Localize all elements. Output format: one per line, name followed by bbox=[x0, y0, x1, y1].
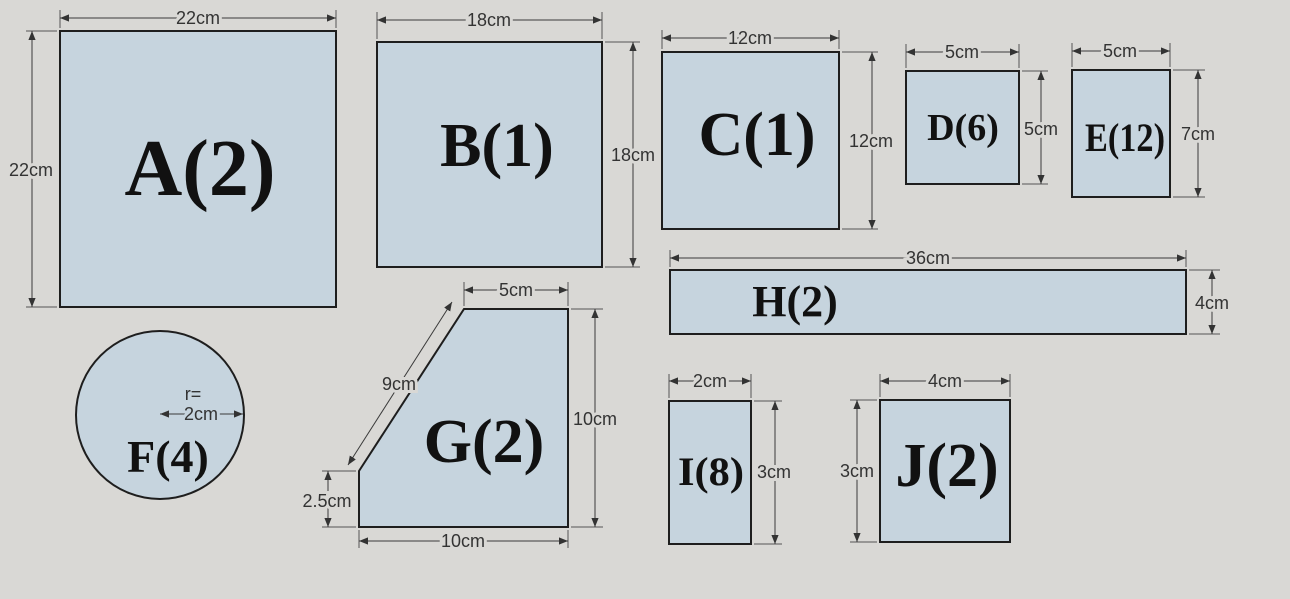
piece-b: B(1) 18cm 18cm bbox=[376, 7, 658, 268]
piece-a-label: A(2) bbox=[124, 125, 275, 213]
piece-g-bottom-width: 10cm bbox=[441, 531, 485, 551]
piece-j-height: 3cm bbox=[840, 461, 874, 481]
piece-h-shape bbox=[669, 269, 1187, 335]
piece-g-short-side: 2.5cm bbox=[302, 491, 351, 511]
piece-b-width: 18cm bbox=[467, 10, 511, 30]
piece-i-width: 2cm bbox=[693, 371, 727, 391]
piece-g: G(2) 5cm 10cm 9cm 2.5cm 10cm bbox=[299, 277, 620, 554]
piece-i-label: I(8) bbox=[678, 449, 744, 494]
piece-f-label: F(4) bbox=[127, 431, 209, 482]
piece-h-width: 36cm bbox=[906, 248, 950, 268]
piece-c-width: 12cm bbox=[728, 28, 772, 48]
piece-g-top-width: 5cm bbox=[499, 280, 533, 300]
piece-i: I(8) 2cm 3cm bbox=[668, 368, 794, 545]
piece-c-shape bbox=[661, 51, 840, 230]
piece-g-height: 10cm bbox=[573, 409, 617, 429]
piece-d-height: 5cm bbox=[1024, 119, 1058, 139]
piece-e-shape bbox=[1071, 69, 1171, 198]
piece-j-label: J(2) bbox=[895, 432, 998, 500]
piece-b-shape bbox=[376, 41, 603, 268]
piece-c-label: C(1) bbox=[698, 101, 815, 169]
piece-c-height: 12cm bbox=[849, 131, 893, 151]
piece-f-radius-prefix: r= bbox=[185, 384, 202, 404]
piece-c: C(1) 12cm 12cm bbox=[661, 25, 896, 230]
piece-i-shape bbox=[668, 400, 752, 545]
piece-b-label: B(1) bbox=[440, 112, 554, 180]
piece-d: D(6) 5cm 5cm bbox=[905, 39, 1061, 185]
piece-i-height: 3cm bbox=[757, 462, 791, 482]
piece-d-width: 5cm bbox=[945, 42, 979, 62]
piece-e-label: E(12) bbox=[1085, 115, 1165, 160]
piece-g-label: G(2) bbox=[424, 408, 545, 476]
piece-d-shape bbox=[905, 70, 1020, 185]
piece-e: E(12) 5cm 7cm bbox=[1071, 38, 1218, 198]
piece-d-label: D(6) bbox=[927, 107, 999, 149]
piece-e-width: 5cm bbox=[1103, 41, 1137, 61]
piece-j-shape bbox=[879, 399, 1011, 543]
piece-f-radius: 2cm bbox=[184, 404, 218, 424]
piece-g-slant: 9cm bbox=[382, 374, 416, 394]
piece-a: A(2) 22cm 22cm bbox=[6, 5, 337, 308]
piece-a-width: 22cm bbox=[176, 8, 220, 28]
piece-h: H(2) 36cm 4cm bbox=[669, 245, 1232, 335]
piece-h-label: H(2) bbox=[752, 277, 838, 326]
piece-e-height: 7cm bbox=[1181, 124, 1215, 144]
piece-h-height: 4cm bbox=[1195, 293, 1229, 313]
piece-a-height: 22cm bbox=[9, 160, 53, 180]
piece-f: F(4) r= 2cm bbox=[75, 330, 245, 500]
piece-g-slant-dim bbox=[347, 301, 453, 466]
piece-j: J(2) 4cm 3cm bbox=[837, 368, 1011, 543]
piece-j-width: 4cm bbox=[928, 371, 962, 391]
piece-b-height: 18cm bbox=[611, 145, 655, 165]
piece-a-shape bbox=[59, 30, 337, 308]
